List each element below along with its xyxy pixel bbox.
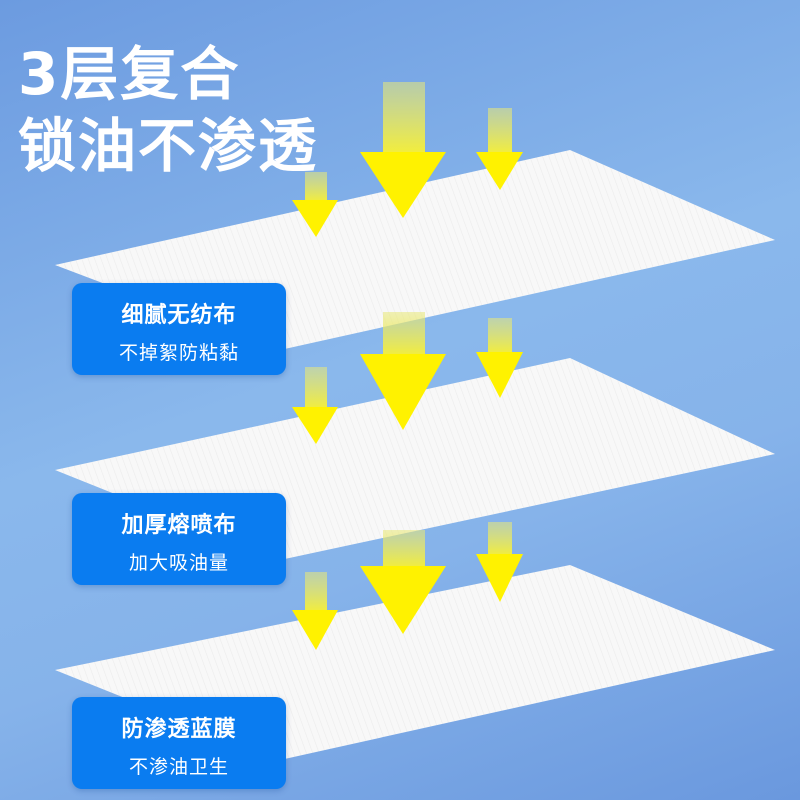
arrow-down-icon — [292, 367, 338, 444]
arrow-down-icon — [360, 530, 446, 634]
arrow-down-icon — [476, 108, 523, 190]
layer-card-nonwoven: 细腻无纺布 不掉絮防粘黏 — [72, 283, 286, 375]
headline-line2: 锁油不渗透 — [18, 112, 319, 180]
layer-title: 防渗透蓝膜 — [121, 717, 237, 742]
layer-subtitle: 不掉絮防粘黏 — [118, 342, 239, 364]
layer-card-blue-film: 防渗透蓝膜 不渗油卫生 — [72, 697, 286, 789]
headline: 3层复合 锁油不渗透 — [18, 38, 318, 182]
arrow-down-icon — [476, 522, 523, 602]
layer-subtitle: 加大吸油量 — [128, 552, 229, 574]
layer-title: 加厚熔喷布 — [121, 513, 237, 538]
layer-title: 细腻无纺布 — [121, 303, 237, 328]
arrow-down-icon — [360, 312, 446, 430]
headline-line1: 3层复合 — [18, 40, 241, 108]
arrow-down-icon — [292, 572, 338, 650]
layer-card-meltblown: 加厚熔喷布 加大吸油量 — [72, 493, 286, 585]
layer-subtitle: 不渗油卫生 — [128, 756, 229, 778]
arrow-down-icon — [360, 82, 446, 218]
arrow-down-icon — [476, 318, 523, 398]
arrow-down-icon — [292, 172, 338, 237]
